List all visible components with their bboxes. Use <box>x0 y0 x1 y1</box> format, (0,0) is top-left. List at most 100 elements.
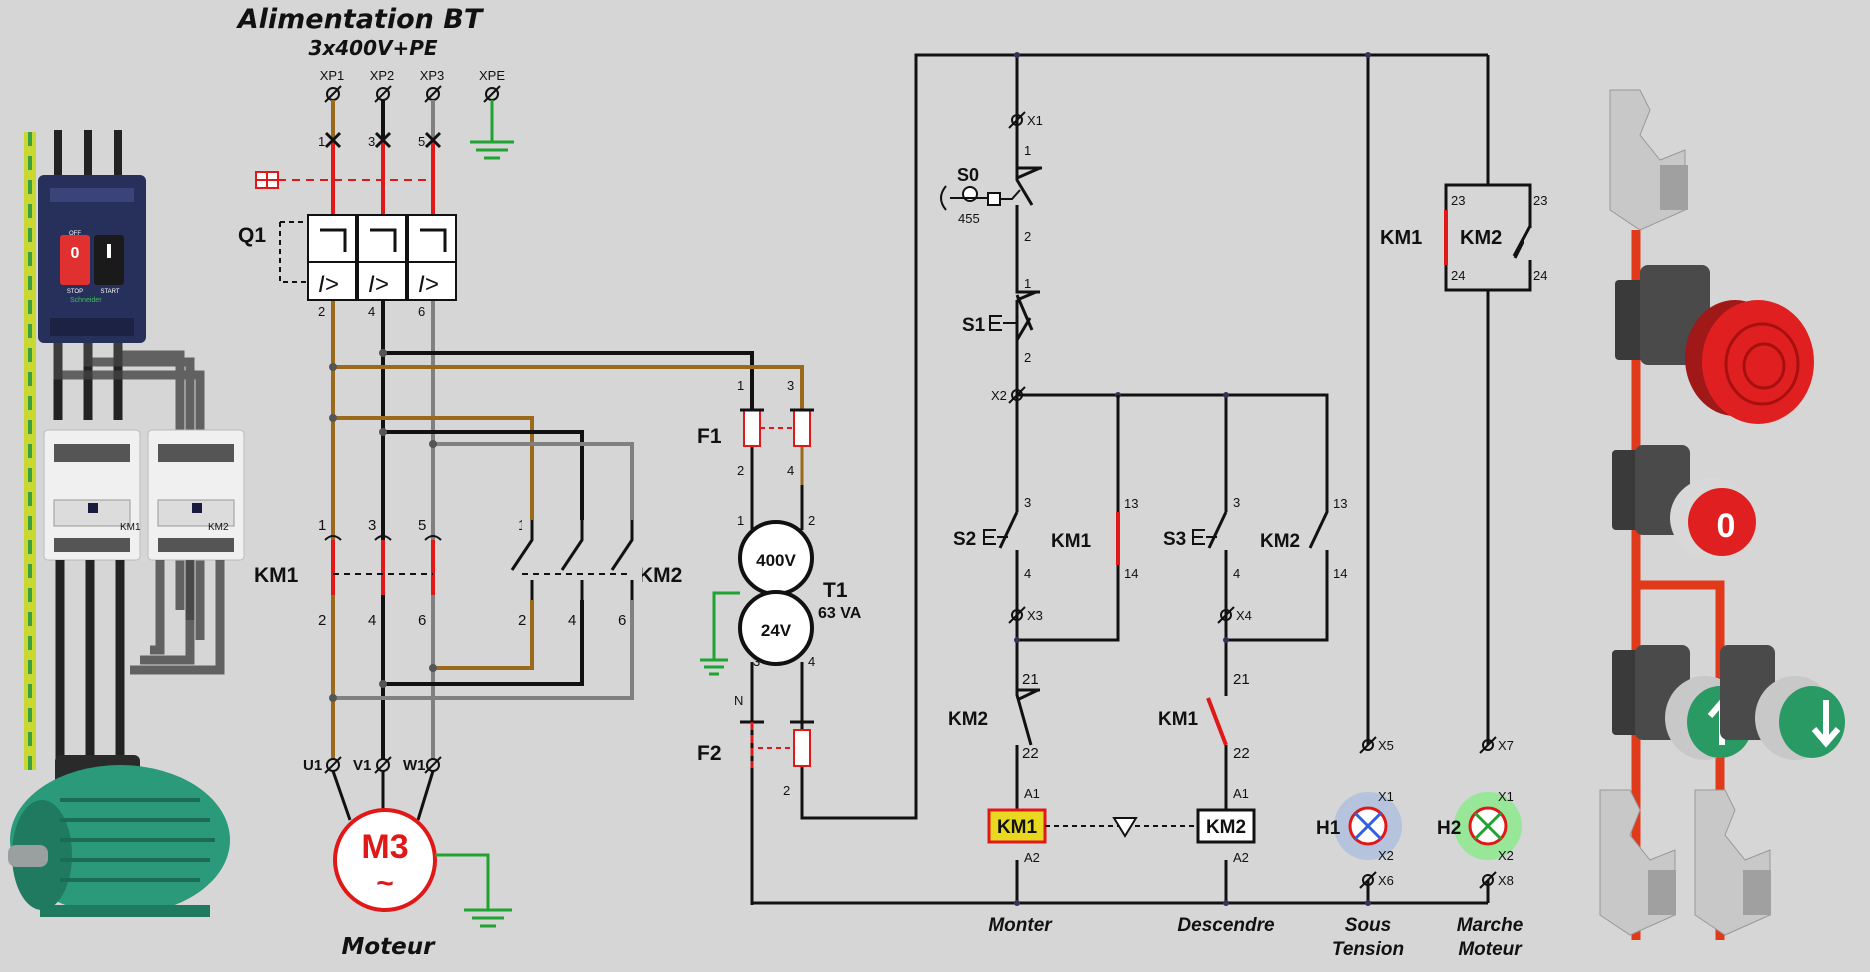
km2-power-contacts: KM2 1 3 5 2 4 6 <box>510 517 682 629</box>
hardware-illustration: 0 OFF STOP START Schneider KM1 KM2 <box>8 130 245 917</box>
s2-pin-4: 4 <box>1024 566 1031 581</box>
q1-label: Q1 <box>238 224 266 247</box>
terminal-xp1: XP1 <box>320 68 345 83</box>
x6-label: X6 <box>1378 873 1394 888</box>
q1-pin-6: 6 <box>418 304 425 319</box>
h2-pin-x1: X1 <box>1498 789 1514 804</box>
terminal-xpe: XPE <box>479 68 505 83</box>
contact-blocks-bottom <box>1599 789 1771 936</box>
km2-pin-6: 6 <box>618 612 626 629</box>
terminal-xp3: XP3 <box>420 68 445 83</box>
coil-km2-label: KM2 <box>1206 817 1246 838</box>
emergency-stop-photo <box>1615 265 1814 424</box>
km2-nc-label: KM2 <box>948 709 988 730</box>
s2-pin-3: 3 <box>1024 495 1031 510</box>
terminal-w1: W1 <box>403 757 426 774</box>
x5-label: X5 <box>1378 738 1394 753</box>
motor-m3: M3 <box>361 828 408 866</box>
km1-nc-interlock: 21 22 KM1 <box>1158 671 1250 762</box>
breaker-zero-label: 0 <box>71 245 80 262</box>
coil-km1-a1: A1 <box>1024 786 1040 801</box>
terminal-v1: V1 <box>353 757 371 774</box>
photo-km2-label: KM2 <box>208 522 229 533</box>
svg-text:I>: I> <box>418 271 439 298</box>
pin-5-top: 5 <box>418 134 425 149</box>
pin-3-top: 3 <box>368 134 375 149</box>
signal-pin-23-a: 23 <box>1451 193 1465 208</box>
km1-aux-pin-14: 14 <box>1124 566 1138 581</box>
f2-pin-2: 2 <box>783 783 790 798</box>
t1-primary: 400V <box>756 551 796 570</box>
caption-descendre: Descendre <box>1177 915 1275 936</box>
t1-pin-3: 3 <box>753 654 760 669</box>
h1-pin-x2: X2 <box>1378 848 1394 863</box>
km1-pin-2: 2 <box>318 612 326 629</box>
km1-aux-label: KM1 <box>1051 531 1092 552</box>
s3-label: S3 <box>1163 529 1186 550</box>
f1-fuses: F1 1 3 2 4 <box>697 378 814 530</box>
f1-pin-4: 4 <box>787 463 794 478</box>
breaker-off-label: OFF <box>69 231 81 237</box>
control-wiring <box>752 55 1490 905</box>
signal-km2-label: KM2 <box>1460 227 1502 249</box>
motor-caption: Moteur <box>342 934 437 960</box>
km1-nc-pin-22: 22 <box>1233 745 1250 762</box>
km2-pin-2: 2 <box>518 612 526 629</box>
s0-code: 455 <box>958 211 980 226</box>
s3-pin-3: 3 <box>1233 495 1240 510</box>
coil-km2-a1: A1 <box>1233 786 1249 801</box>
diagram-subtitle: 3x400V+PE <box>308 36 437 60</box>
km2-pin-4: 4 <box>568 612 576 629</box>
h1-pin-x1: X1 <box>1378 789 1394 804</box>
photo-km1-label: KM1 <box>120 522 141 533</box>
km2-aux-pin-14: 14 <box>1333 566 1347 581</box>
t1-label: T1 <box>823 579 848 602</box>
km1-nc-label: KM1 <box>1158 709 1199 730</box>
f1-pin-1: 1 <box>737 378 744 393</box>
coil-km1-a2: A2 <box>1024 850 1040 865</box>
signal-pin-23-b: 23 <box>1533 193 1547 208</box>
s2-label: S2 <box>953 529 976 550</box>
contactors-photo: KM1 KM2 <box>43 429 245 561</box>
motor-breaker-photo: 0 OFF STOP START Schneider <box>38 175 146 343</box>
t1-pin-2: 2 <box>808 513 815 528</box>
h2-pin-x2: X2 <box>1498 848 1514 863</box>
s0-pin-2: 2 <box>1024 229 1031 244</box>
h1-label: H1 <box>1316 818 1341 839</box>
x8-label: X8 <box>1498 873 1514 888</box>
wire-junctions <box>329 349 437 702</box>
q1-pin-2: 2 <box>318 304 325 319</box>
signal-pin-24-a: 24 <box>1451 268 1465 283</box>
km2-aux-label: KM2 <box>1260 531 1300 552</box>
x7-label: X7 <box>1498 738 1514 753</box>
caption-monter: Monter <box>988 915 1053 936</box>
power-wiring <box>331 100 804 760</box>
f1-label: F1 <box>697 425 722 448</box>
caption-sous: Sous <box>1345 915 1391 936</box>
t1-pin-1: 1 <box>737 513 744 528</box>
km1-aux-pin-13: 13 <box>1124 496 1138 511</box>
caption-moteur: Moteur <box>1458 939 1523 960</box>
f2-neutral: N <box>734 693 743 708</box>
km2-aux-pin-13: 13 <box>1333 496 1347 511</box>
t1-transformer: 1 2 400V 24V T1 63 VA 3 4 <box>700 53 1488 905</box>
coil-km1-label: KM1 <box>997 817 1038 838</box>
caption-tension: Tension <box>1332 939 1404 960</box>
km1-pin-5: 5 <box>418 517 426 534</box>
t1-secondary: 24V <box>761 621 792 640</box>
t1-pin-4: 4 <box>808 654 815 669</box>
terminal-u1: U1 <box>303 757 322 774</box>
x4-label: X4 <box>1236 608 1252 623</box>
km1-pin-6: 6 <box>418 612 426 629</box>
x1-label: X1 <box>1027 113 1043 128</box>
km1-pin-3: 3 <box>368 517 376 534</box>
breaker-stop-label: STOP <box>67 289 83 295</box>
h2-label: H2 <box>1437 818 1461 839</box>
km1-power-contacts: KM1 1 3 5 2 4 6 <box>254 517 442 629</box>
signal-km1-label: KM1 <box>1380 227 1422 249</box>
km1-aux-contact: KM1 13 14 <box>1051 395 1138 640</box>
terminal-xp2: XP2 <box>370 68 395 83</box>
f1-pin-3: 3 <box>787 378 794 393</box>
s2-up-button: 3 4 S2 <box>953 470 1031 581</box>
